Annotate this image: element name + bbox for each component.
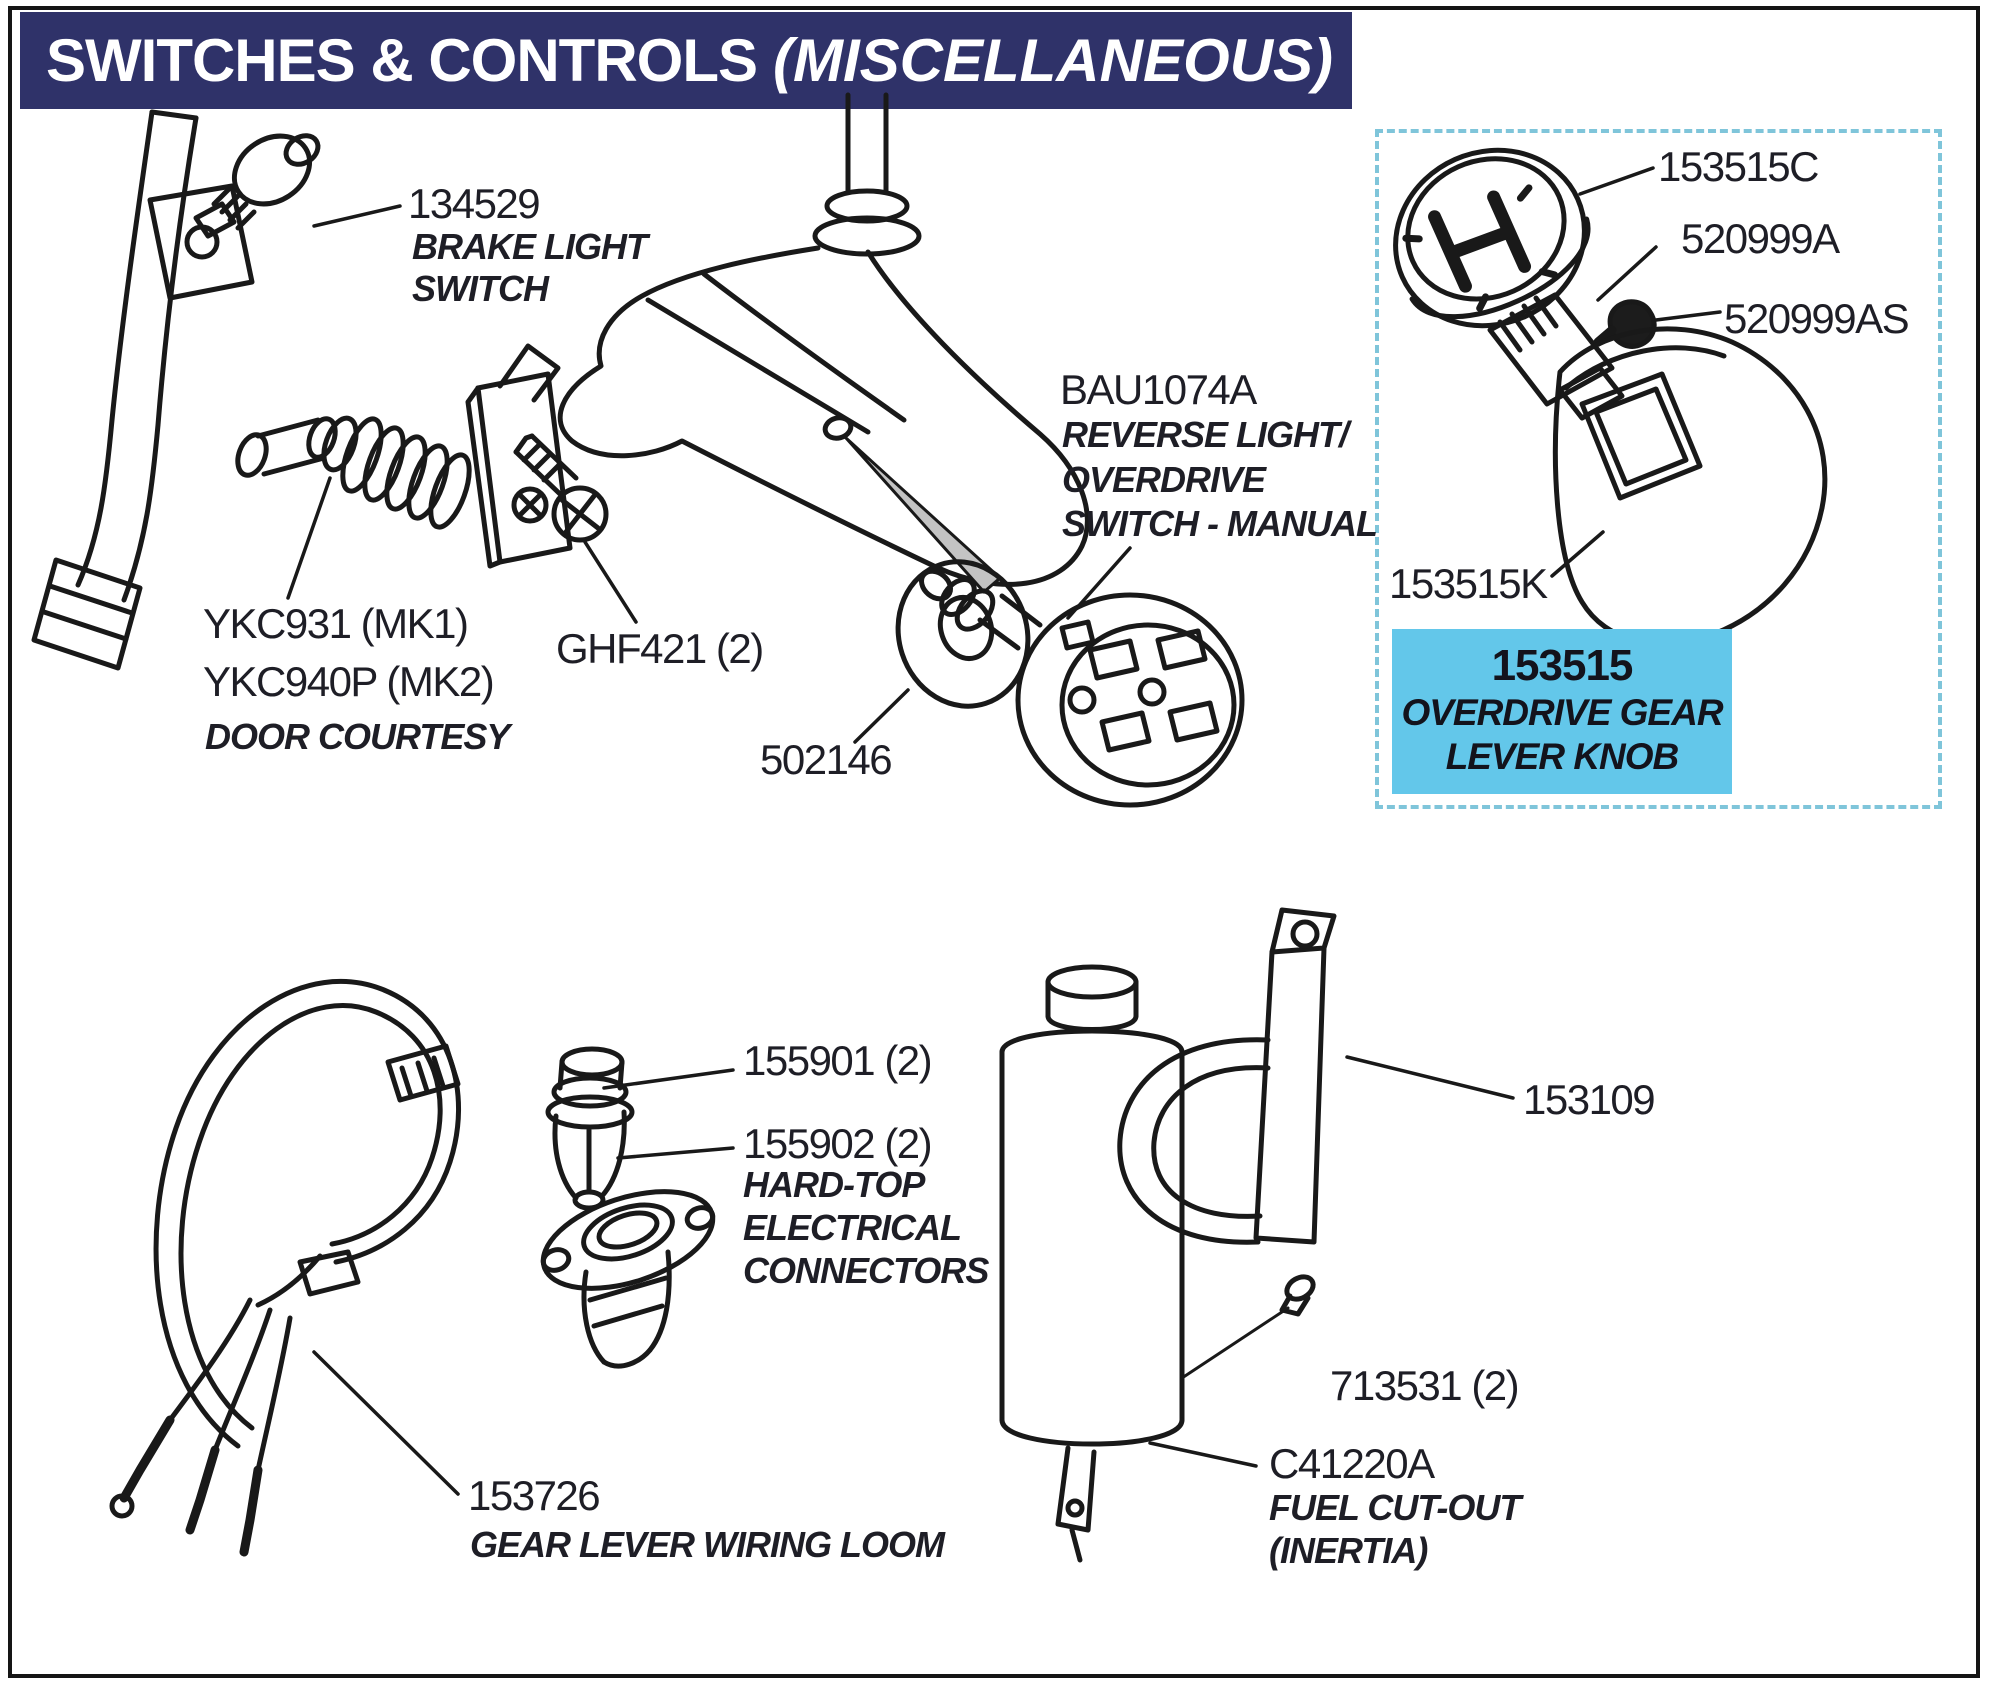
highlighted-part-callout: 153515 OVERDRIVE GEAR LEVER KNOB xyxy=(1392,629,1732,794)
wiring-loom-drawing xyxy=(109,978,462,1557)
part-number-connector-plug: 155901 (2) xyxy=(743,1037,933,1084)
part-number-screw: GHF421 (2) xyxy=(556,625,764,672)
part-number-brake-switch: 134529 xyxy=(408,180,541,227)
part-number-knob-switch: 520999A xyxy=(1681,215,1840,262)
knob-body-drawing xyxy=(1552,326,1828,646)
part-number-bracket: 153109 xyxy=(1523,1076,1656,1123)
part-desc-brake-switch-1: BRAKE LIGHT xyxy=(412,226,648,267)
knob-assembly-group-box xyxy=(1375,129,1942,809)
leader-lines xyxy=(286,166,1722,1496)
page-title: SWITCHES & CONTROLS xyxy=(46,27,758,94)
part-desc-connector-socket-2: ELECTRICAL xyxy=(743,1207,962,1248)
part-number-wiring-loom: 153726 xyxy=(468,1472,601,1519)
bracket-drawing xyxy=(1117,907,1337,1245)
title-banner: SWITCHES & CONTROLS (MISCELLANEOUS) xyxy=(20,12,1352,109)
screw-drawing xyxy=(513,433,609,543)
knob-cap-drawing xyxy=(1393,147,1591,329)
brake-pedal-drawing xyxy=(31,109,321,671)
page-border xyxy=(8,6,1980,1678)
knob-switch-drawing xyxy=(1487,292,1625,421)
reverse-switch-drawing xyxy=(919,568,1245,808)
part-desc-brake-switch-2: SWITCH xyxy=(412,268,549,309)
part-number-connector-socket: 155902 (2) xyxy=(743,1120,933,1167)
part-number-grommet: 502146 xyxy=(760,736,893,783)
pin-drawing xyxy=(1180,1274,1316,1380)
part-desc-connector-socket-3: CONNECTORS xyxy=(743,1250,989,1291)
part-number-pin: 713531 (2) xyxy=(1330,1362,1520,1409)
part-number-knob-screw: 520999AS xyxy=(1724,295,1910,342)
part-desc-door-courtesy: DOOR COURTESY xyxy=(205,716,510,757)
page-title-qualifier: (MISCELLANEOUS) xyxy=(773,27,1333,94)
part-number-door-courtesy-mk1: YKC931 (MK1) xyxy=(203,600,469,647)
part-desc-reverse-switch-2: OVERDRIVE xyxy=(1062,459,1266,500)
fuel-cutout-drawing xyxy=(999,964,1185,1563)
part-desc-reverse-switch-3: SWITCH - MANUAL xyxy=(1062,503,1378,544)
part-number-door-courtesy-mk2: YKC940P (MK2) xyxy=(203,658,495,705)
part-desc-knob-assembly-1: OVERDRIVE GEAR xyxy=(1401,692,1723,733)
gear-lever-drawing xyxy=(557,92,1090,594)
part-number-knob-assembly: 153515 xyxy=(1491,641,1634,690)
grommet-drawing xyxy=(895,559,1031,709)
part-number-reverse-switch: BAU1074A xyxy=(1060,366,1257,413)
part-desc-reverse-switch-1: REVERSE LIGHT/ xyxy=(1062,414,1349,455)
part-number-knob-body: 153515K xyxy=(1389,560,1548,607)
connector-plug-drawing xyxy=(545,1046,635,1211)
part-desc-fuel-cutout-1: FUEL CUT-OUT xyxy=(1269,1487,1521,1528)
part-desc-wiring-loom: GEAR LEVER WIRING LOOM xyxy=(470,1524,945,1565)
part-desc-fuel-cutout-2: (INERTIA) xyxy=(1269,1530,1428,1571)
part-desc-knob-assembly-2: LEVER KNOB xyxy=(1445,736,1680,777)
part-number-knob-cap: 153515C xyxy=(1658,143,1819,190)
part-number-fuel-cutout: C41220A xyxy=(1269,1440,1435,1487)
part-desc-connector-socket-1: HARD-TOP xyxy=(743,1164,925,1205)
connector-socket-drawing xyxy=(540,1189,716,1369)
door-courtesy-switch-drawing xyxy=(235,343,573,569)
